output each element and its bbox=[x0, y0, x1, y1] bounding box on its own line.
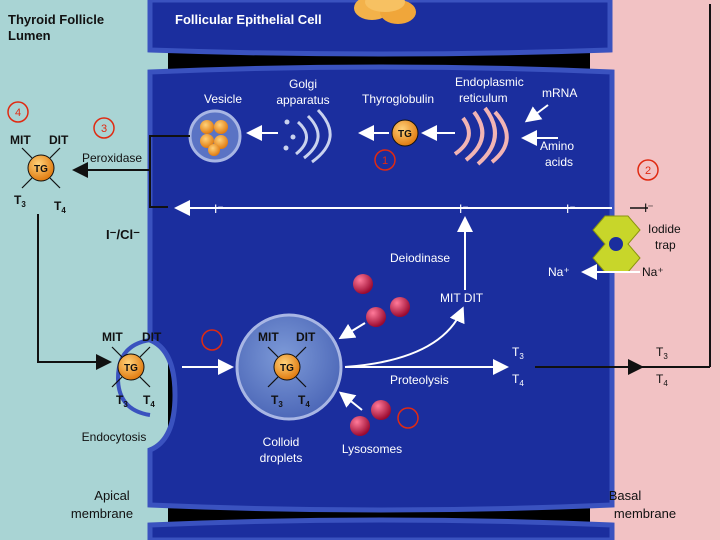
svg-text:TG: TG bbox=[398, 129, 412, 140]
basal-t3-label: T3 bbox=[656, 345, 668, 361]
amino-label-1: Amino bbox=[540, 139, 574, 153]
step-1-marker: 1 bbox=[374, 149, 396, 171]
lumen-dit-label: DIT bbox=[49, 133, 69, 147]
er-label-2: reticulum bbox=[459, 91, 508, 105]
iodide-trap-label-1: Iodide bbox=[648, 222, 681, 236]
cell-t3-label: T3 bbox=[512, 345, 524, 361]
lumen-t4-label: T4 bbox=[54, 199, 66, 215]
apical-label-1: Apical bbox=[94, 488, 130, 503]
colloid-mit-label: MIT bbox=[258, 330, 279, 344]
peroxidase-label: Peroxidase bbox=[82, 151, 142, 165]
endo-mit-label: MIT bbox=[102, 330, 123, 344]
golgi-label-1: Golgi bbox=[289, 77, 317, 91]
endo-t4-label: T4 bbox=[143, 393, 155, 409]
iodide-trap bbox=[592, 215, 641, 273]
svg-text:TG: TG bbox=[124, 363, 138, 374]
svg-text:1: 1 bbox=[382, 155, 388, 167]
colloid-label-2: droplets bbox=[260, 451, 303, 465]
lower-cell bbox=[147, 517, 615, 540]
proteolysis-label: Proteolysis bbox=[390, 373, 449, 387]
svg-text:3: 3 bbox=[101, 123, 107, 135]
colloid-t3-label: T3 bbox=[271, 393, 283, 409]
thyroglobulin-label: Thyroglobulin bbox=[362, 92, 434, 106]
basal-t4-label: T4 bbox=[656, 372, 668, 388]
lumen-title-line1: Thyroid Follicle bbox=[8, 12, 104, 27]
iodide-cell-label-2: I⁻ bbox=[459, 202, 469, 216]
lysosomes-upper bbox=[353, 274, 410, 327]
er-label-1: Endoplasmic bbox=[455, 75, 524, 89]
colloid-t4-label: T4 bbox=[298, 393, 310, 409]
basal-label-2: membrane bbox=[614, 506, 676, 521]
svg-text:TG: TG bbox=[280, 363, 294, 374]
vesicle-label: Vesicle bbox=[204, 92, 242, 106]
endocytosis-label: Endocytosis bbox=[82, 430, 147, 444]
sodium-basal-label: Na⁺ bbox=[642, 265, 664, 279]
iodide-trap-label-2: trap bbox=[655, 238, 676, 252]
colloid-dit-label: DIT bbox=[296, 330, 316, 344]
colloid-droplet: TG bbox=[235, 313, 343, 421]
apical-label-2: membrane bbox=[71, 506, 133, 521]
lysosomes-lower bbox=[350, 400, 391, 436]
step-4-marker: 4 bbox=[7, 101, 29, 123]
amino-label-2: acids bbox=[545, 155, 573, 169]
cell-title: Follicular Epithelial Cell bbox=[175, 12, 322, 27]
endocytosis-pocket bbox=[115, 338, 151, 417]
step-3-marker: 3 bbox=[93, 117, 115, 139]
iodide-basal-label: I⁻ bbox=[644, 201, 654, 215]
exocytosis-bracket bbox=[149, 135, 190, 208]
endo-dit-label: DIT bbox=[142, 330, 162, 344]
lumen-t3-label: T3 bbox=[14, 193, 26, 209]
mrna-arrow bbox=[524, 104, 549, 123]
lumen-tg-complex: TG bbox=[21, 147, 61, 189]
golgi-apparatus bbox=[283, 108, 332, 164]
endo-t3-label: T3 bbox=[116, 393, 128, 409]
lumen-to-endocytosis-arrow bbox=[37, 214, 112, 370]
sodium-cell-label: Na⁺ bbox=[548, 265, 570, 279]
proteolysis-to-mitdit-arrow bbox=[344, 306, 465, 368]
step-2-marker: 2 bbox=[637, 159, 659, 181]
lumen-mit-label: MIT bbox=[10, 133, 31, 147]
nucleus-blob bbox=[354, 0, 416, 24]
lysosome-lower-arrow bbox=[338, 391, 363, 411]
basal-label-1: Basal bbox=[609, 488, 642, 503]
step-5-marker bbox=[201, 329, 223, 351]
mrna-label: mRNA bbox=[542, 86, 577, 100]
iodide-cell-label-3: I⁻ bbox=[566, 202, 576, 216]
lumen-region bbox=[0, 0, 168, 540]
step-6-marker bbox=[397, 407, 419, 429]
endoplasmic-reticulum bbox=[453, 106, 509, 166]
icl-exchanger-label: I⁻/Cl⁻ bbox=[106, 227, 140, 242]
vesicle bbox=[188, 109, 242, 163]
svg-text:2: 2 bbox=[645, 165, 651, 177]
svg-text:4: 4 bbox=[15, 107, 21, 119]
mit-dit-free-label: MIT DIT bbox=[440, 291, 484, 305]
lysosomes-label: Lysosomes bbox=[342, 442, 402, 456]
deiodinase-label: Deiodinase bbox=[390, 251, 450, 265]
lumen-title-line2: Lumen bbox=[8, 28, 51, 43]
svg-text:TG: TG bbox=[34, 164, 48, 175]
thyroglobulin-tg: TG bbox=[391, 119, 419, 147]
colloid-label-1: Colloid bbox=[263, 435, 300, 449]
iodide-cell-label-1: I⁻ bbox=[214, 202, 224, 216]
endocytosed-tg-complex: TG bbox=[111, 346, 151, 388]
upper-cell bbox=[147, 0, 613, 57]
lysosome-upper-arrow bbox=[338, 322, 366, 340]
cell-t4-label: T4 bbox=[512, 372, 524, 388]
golgi-label-2: apparatus bbox=[276, 93, 329, 107]
